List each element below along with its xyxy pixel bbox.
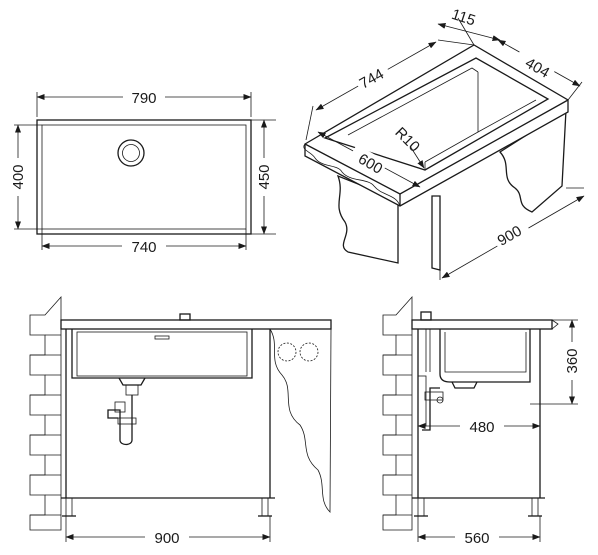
sink-outer-rim	[36, 119, 252, 235]
side-siphon	[422, 387, 440, 431]
side-drain	[451, 381, 478, 389]
dim-label-560: 560	[464, 530, 489, 547]
dim-label-790: 790	[131, 90, 156, 107]
dim-label-450: 450	[256, 164, 273, 189]
front-outlet-2	[299, 342, 319, 362]
iso-cabinet-leg	[431, 195, 441, 271]
dim-label-740: 740	[131, 239, 156, 256]
dim-label-400: 400	[10, 164, 27, 189]
front-view: 900	[29, 295, 332, 547]
dim-115	[437, 22, 501, 42]
front-drain	[118, 377, 146, 386]
side-countertop	[411, 319, 553, 330]
dim-label-115: 115	[449, 6, 477, 30]
front-siphon	[107, 395, 133, 446]
dim-label-480: 480	[469, 419, 494, 436]
side-sink-bowl	[439, 329, 531, 383]
front-sink-bowl	[71, 329, 253, 379]
front-brick-wall	[29, 295, 62, 531]
top-view: 790 740 400 450	[8, 88, 276, 256]
front-outlet-1	[277, 342, 297, 362]
front-countertop	[60, 319, 332, 330]
drain-inner	[122, 144, 140, 162]
dim-label-900-front: 900	[154, 530, 179, 547]
dim-label-360: 360	[564, 348, 581, 373]
isometric-view: 744 115 404 R10 600 900	[303, 6, 585, 280]
side-view: 360 480 560	[382, 295, 582, 547]
side-brick-wall	[382, 295, 413, 531]
drain-outer	[117, 139, 145, 167]
sink-inner-bowl	[41, 124, 247, 230]
